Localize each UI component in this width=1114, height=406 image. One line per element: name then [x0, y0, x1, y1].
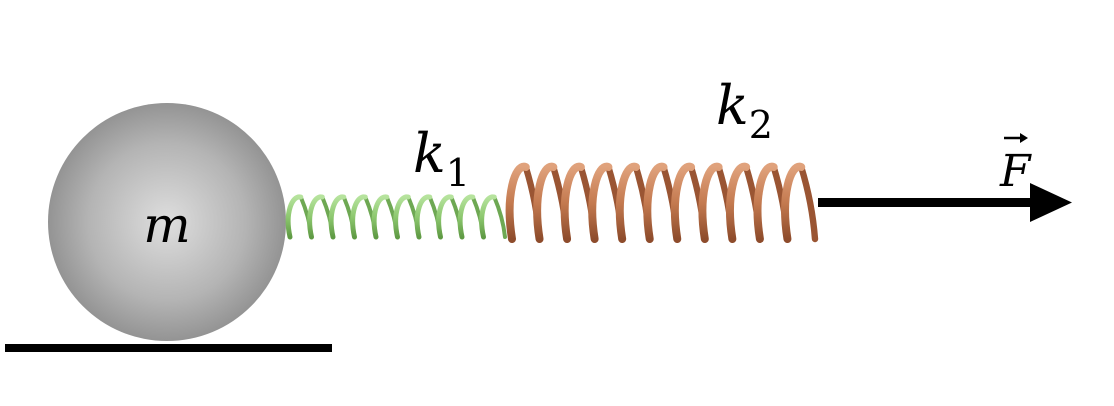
ground-line	[5, 344, 332, 352]
mass-label: m	[143, 196, 190, 254]
spring-k2-label: k2	[716, 74, 773, 147]
mass-ball	[48, 103, 286, 341]
spring-k2	[505, 162, 819, 243]
force-vector-arrow-icon	[1004, 133, 1028, 143]
spring-k1	[285, 194, 507, 240]
force-arrow	[818, 183, 1072, 222]
force-label: F	[999, 146, 1032, 197]
spring-k1-label: k1	[413, 122, 470, 195]
